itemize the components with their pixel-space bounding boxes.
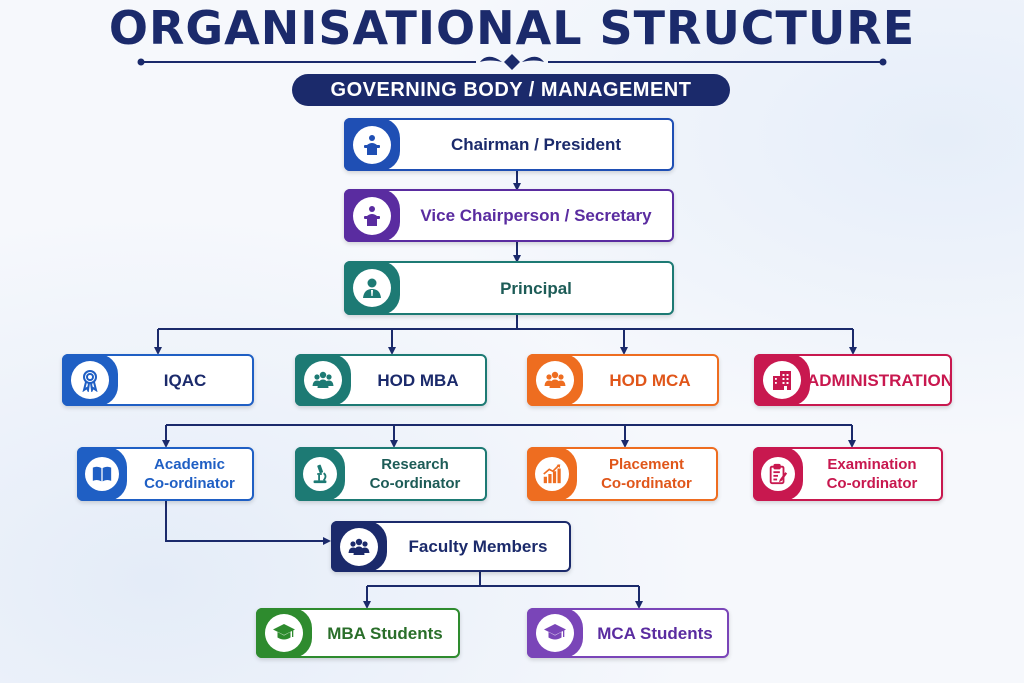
governing-body-banner: GOVERNING BODY / MANAGEMENT (292, 74, 730, 106)
node-placement-coordinator: Placement Co-ordinator (527, 447, 718, 501)
person-icon (363, 278, 381, 298)
podium-speaker-icon (364, 134, 380, 155)
node-faculty-members: Faculty Members (331, 521, 571, 572)
node-label: Examination Co-ordinator (826, 456, 918, 492)
node-label: Academic Co-ordinator (144, 456, 235, 492)
node-label: Research Co-ordinator (369, 456, 461, 492)
node-research-coordinator: Research Co-ordinator (295, 447, 487, 501)
node-academic-coordinator: Academic Co-ordinator (77, 447, 254, 501)
building-icon (773, 371, 791, 390)
node-label: HOD MCA (609, 370, 691, 390)
node-label: MBA Students (327, 623, 443, 643)
node-label: MCA Students (597, 623, 713, 643)
group-icon (312, 371, 334, 388)
clipboard-icon (769, 463, 788, 485)
podium-speaker-icon (364, 205, 380, 226)
node-chairman: Chairman / President (344, 118, 674, 171)
node-label: HOD MBA (377, 370, 459, 390)
node-vice-chairperson: Vice Chairperson / Secretary (344, 189, 674, 242)
node-label: Faculty Members (408, 537, 548, 556)
book-icon (92, 466, 112, 482)
node-examination-coordinator: Examination Co-ordinator (753, 447, 943, 501)
group-icon (348, 538, 370, 555)
node-principal: Principal (344, 261, 674, 315)
node-label: Chairman / President (450, 135, 622, 154)
node-mba-students: MBA Students (256, 608, 460, 658)
node-label: ADMINISTRATION (806, 370, 954, 390)
node-hod-mca: HOD MCA (527, 354, 719, 406)
page-title: ORGANISATIONAL STRUCTURE (108, 1, 916, 55)
node-mca-students: MCA Students (527, 608, 729, 658)
node-administration: ADMINISTRATION (754, 354, 954, 406)
bar-chart-icon (543, 464, 561, 484)
node-label: Vice Chairperson / Secretary (420, 206, 652, 225)
graduation-cap-icon (544, 624, 566, 640)
node-label: Principal (500, 278, 572, 298)
group-icon (544, 371, 566, 388)
graduation-cap-icon (273, 624, 295, 640)
node-iqac: IQAC (62, 354, 254, 406)
node-hod-mba: HOD MBA (295, 354, 487, 406)
node-label: Placement Co-ordinator (601, 456, 692, 492)
title-divider (137, 54, 887, 70)
award-badge-icon (82, 370, 98, 392)
node-label: IQAC (163, 370, 207, 390)
microscope-icon (313, 464, 327, 484)
